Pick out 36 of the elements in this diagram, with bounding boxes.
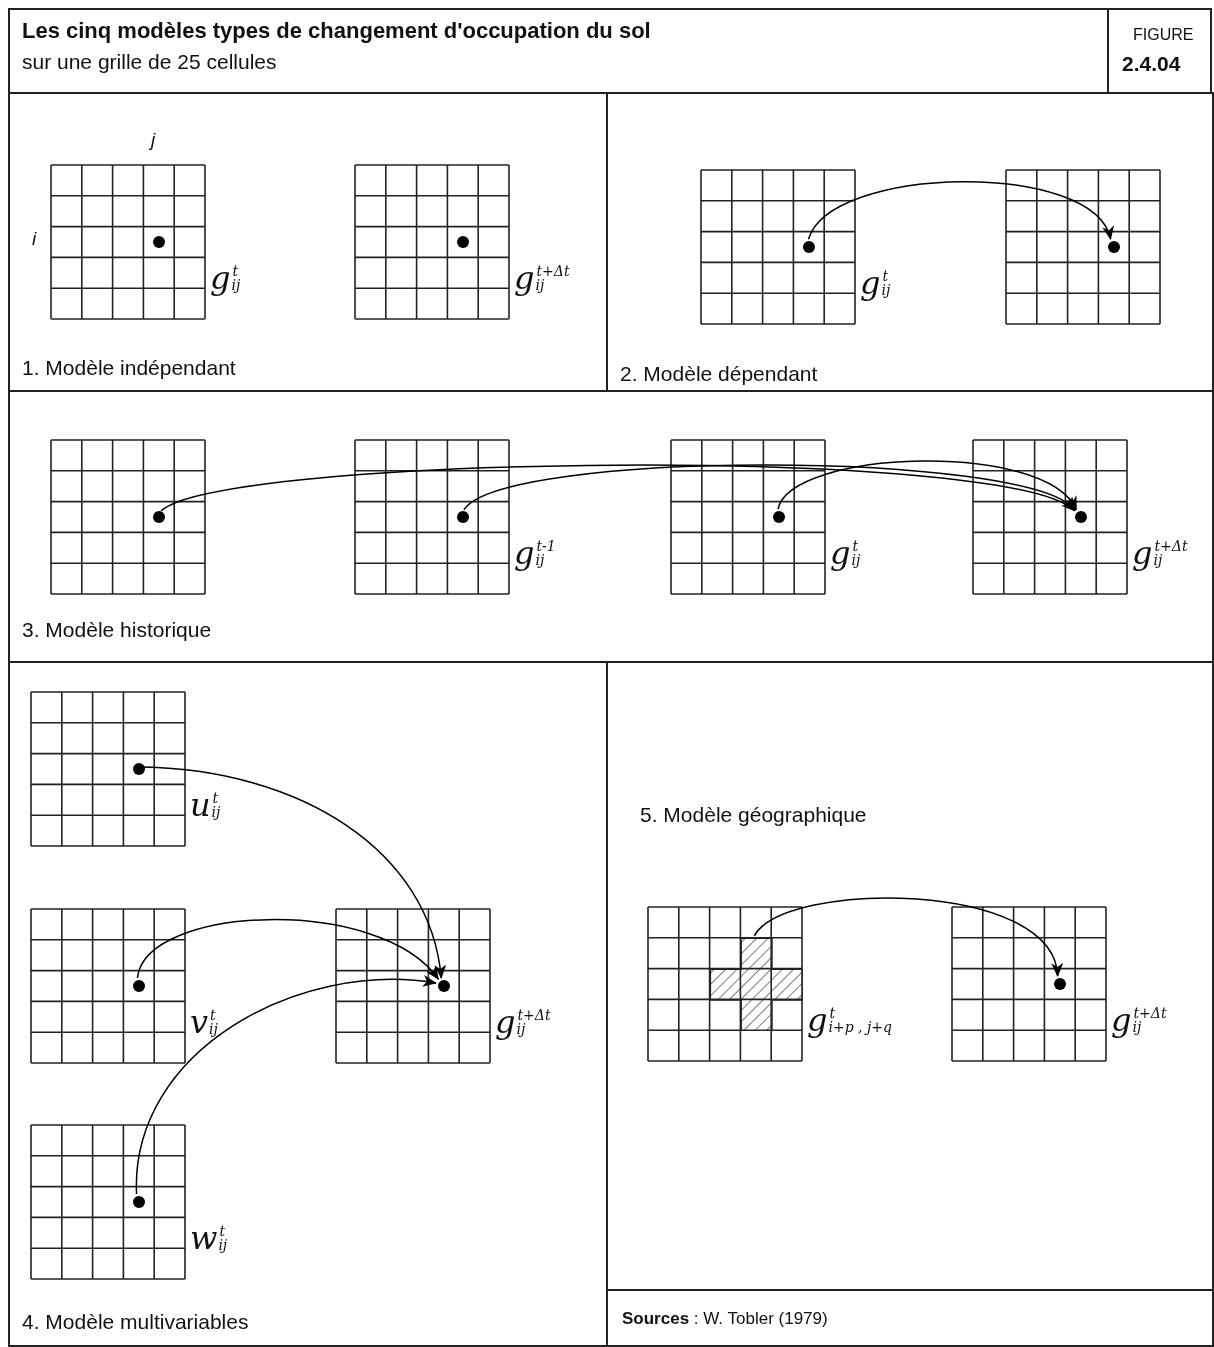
dot	[456, 511, 469, 523]
curved-arrow	[753, 897, 1061, 977]
dot	[132, 1196, 145, 1208]
figure-number: 2.4.04	[1122, 52, 1181, 76]
source-note: Sources : W. Tobler (1979)	[622, 1309, 828, 1329]
curved-arrow	[777, 460, 1078, 511]
panel-title: 3. Modèle historique	[22, 618, 212, 642]
curved-arrow	[807, 180, 1112, 240]
dot	[152, 511, 165, 523]
curved-arrow	[136, 918, 440, 980]
curved-arrow	[463, 464, 1077, 511]
dot	[1107, 241, 1120, 253]
panel-title: 5. Modèle géographique	[640, 803, 867, 827]
dot	[132, 763, 145, 775]
figure-label: FIGURE	[1133, 26, 1194, 44]
panel	[606, 1289, 1214, 1347]
dot	[152, 236, 165, 248]
curved-arrow	[135, 975, 437, 1195]
panel-title: 1. Modèle indépendant	[22, 356, 236, 380]
dot	[802, 241, 815, 253]
panel	[606, 92, 1214, 392]
panel-title: 4. Modèle multivariables	[22, 1310, 249, 1334]
panel-title: 2. Modèle dépendant	[620, 362, 818, 386]
dot	[1053, 978, 1066, 990]
curved-arrow	[142, 766, 445, 979]
dot	[132, 980, 145, 992]
curved-arrow	[160, 464, 1076, 512]
dot	[1074, 511, 1087, 523]
dot	[456, 236, 469, 248]
figure-title: Les cinq modèles types de changement d'occupation du sol	[22, 18, 651, 44]
axis-label: i	[32, 229, 37, 250]
hatched-cross	[709, 937, 803, 1032]
axis-label: j	[151, 130, 156, 151]
figure-subtitle: sur une grille de 25 cellules	[22, 50, 277, 74]
dot	[437, 980, 450, 992]
dot	[772, 511, 785, 523]
